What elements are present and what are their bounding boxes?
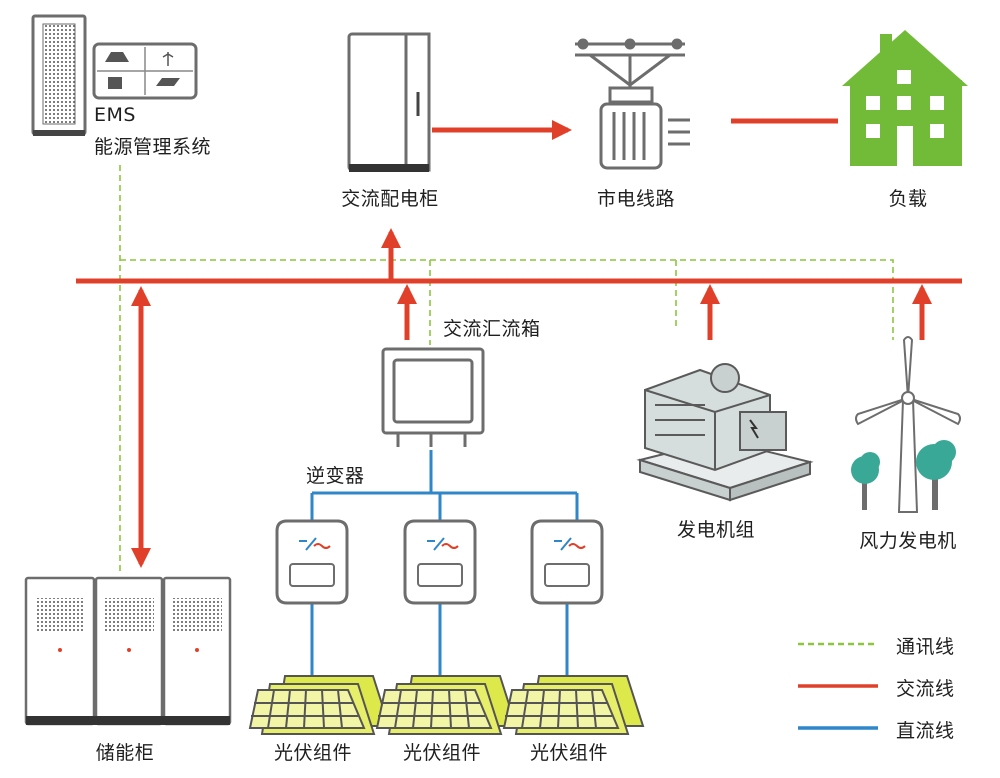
storage-cabinet-icon: [24, 576, 232, 726]
pv-panel-icons: [248, 675, 645, 735]
load-house-icon: [842, 30, 968, 166]
pv-label-3: 光伏组件: [529, 742, 609, 764]
inverter-label: 逆变器: [306, 465, 365, 487]
wind-label: 风力发电机: [859, 530, 957, 552]
communication-lines: [119, 165, 894, 575]
legend-swatches: [798, 642, 878, 730]
genset-label: 发电机组: [676, 519, 756, 541]
dc-lines: [310, 450, 579, 680]
pv-panel-icon: [248, 675, 391, 735]
ems-icon: [31, 14, 198, 136]
generator-icon: [636, 363, 814, 502]
tree-icons: [851, 440, 956, 510]
wind-turbine-icon: [855, 336, 961, 513]
inverter-icon: [530, 519, 604, 605]
grid-line-label: 市电线路: [596, 188, 676, 210]
ac-combiner-icon: [381, 347, 485, 447]
load-label: 负载: [888, 188, 928, 210]
pv-label-1: 光伏组件: [273, 742, 353, 764]
ems-label-line2: 能源管理系统: [94, 136, 212, 158]
storage-label: 储能柜: [95, 742, 155, 764]
legend-label-dc: 直流线: [896, 720, 955, 742]
ac-cabinet-icon: [347, 32, 431, 172]
legend-label-comm: 通讯线: [896, 636, 955, 658]
ems-label-line1: EMS: [94, 104, 136, 126]
pv-panel-icon: [375, 675, 518, 735]
pv-label-2: 光伏组件: [402, 742, 482, 764]
ac-lines: [76, 118, 962, 568]
ac-combiner-label: 交流汇流箱: [443, 318, 541, 340]
inverter-icon: [403, 519, 477, 605]
ac-cabinet-label: 交流配电柜: [341, 188, 439, 210]
inverter-icons: [275, 519, 604, 605]
pv-panel-icon: [502, 675, 645, 735]
grid-pole-icon: [575, 38, 690, 170]
legend-label-ac: 交流线: [896, 678, 955, 700]
inverter-icon: [275, 519, 349, 605]
